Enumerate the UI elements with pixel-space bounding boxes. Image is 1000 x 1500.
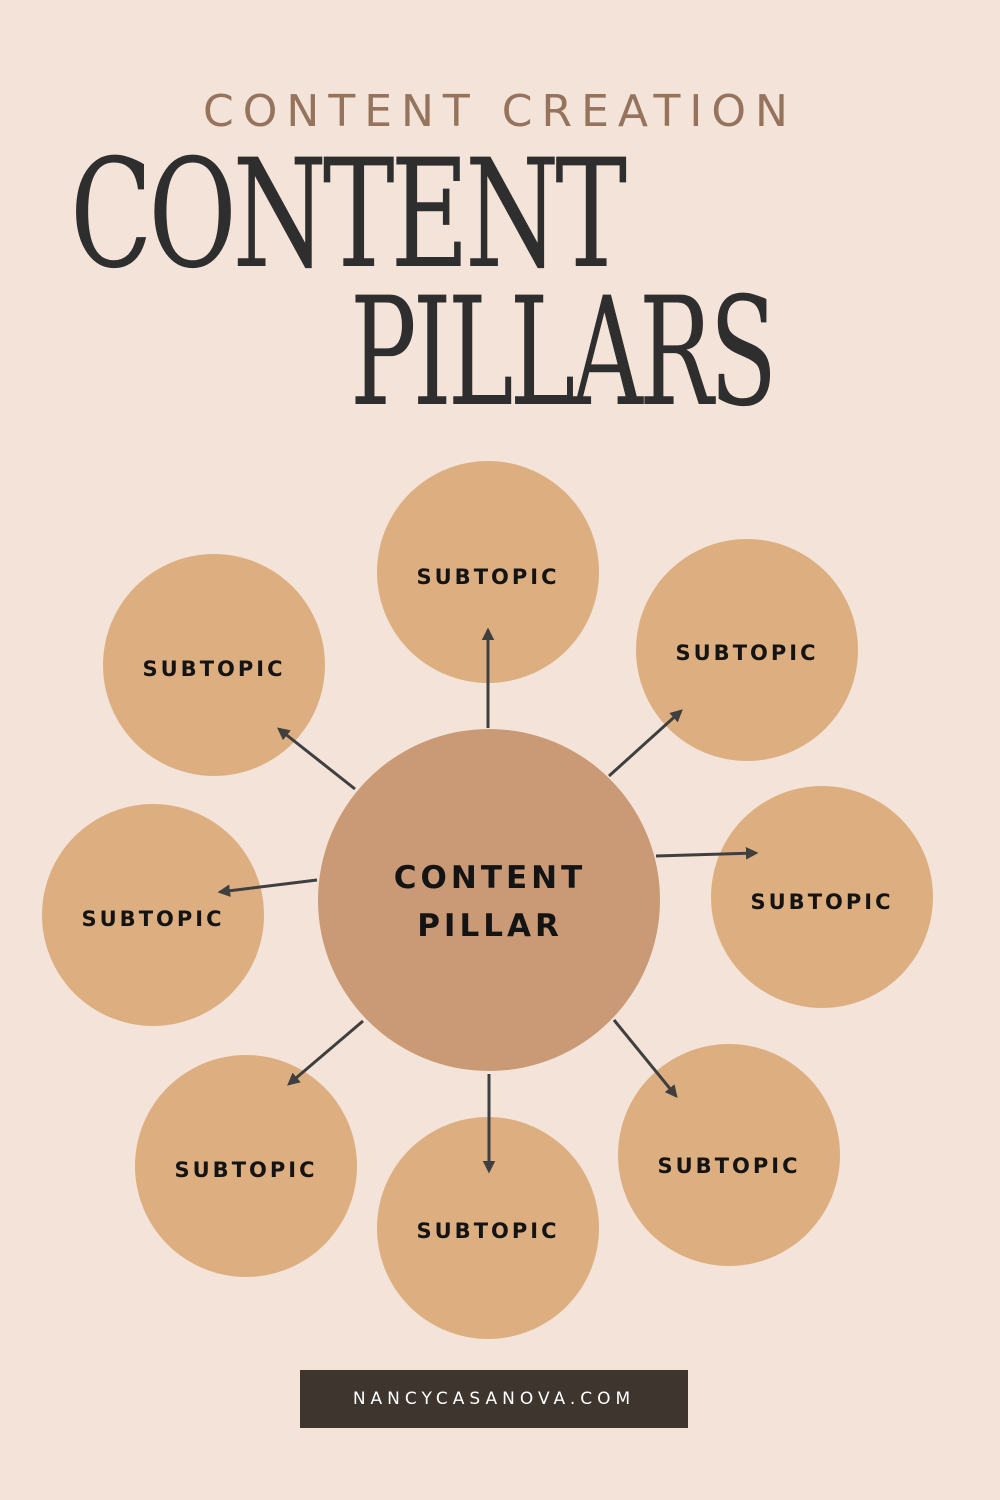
subtopic-label-bottom: SUBTOPIC (416, 1219, 560, 1243)
content-pillar-label: CONTENT PILLAR (394, 854, 586, 950)
subtopic-circle-lower-left (135, 1055, 357, 1277)
content-pillar-label-line2: PILLAR (417, 908, 563, 944)
arrow-icon-lower-left (287, 1019, 364, 1086)
arrow-icon-left (217, 878, 318, 898)
content-pillar-circle (318, 729, 660, 1071)
subtopic-circle-upper-left (103, 554, 325, 776)
title-line-2: PILLARS (350, 266, 777, 440)
subtopic-circle-lower-right (618, 1044, 840, 1266)
subtopic-circle-left (42, 804, 264, 1026)
arrow-icon-right (655, 847, 759, 860)
title-line-1: CONTENT (70, 128, 627, 302)
kicker-heading: CONTENT CREATION (203, 86, 797, 137)
website-banner[interactable]: NANCYCASANOVA.COM (300, 1370, 688, 1428)
arrow-icon-lower-right (612, 1019, 678, 1098)
subtopic-circle-top (377, 461, 599, 683)
subtopic-label-upper-left: SUBTOPIC (142, 657, 286, 681)
arrow-icon-upper-left (277, 727, 356, 791)
subtopic-circle-bottom (377, 1117, 599, 1339)
content-pillar-label-line1: CONTENT (393, 860, 587, 896)
subtopic-label-lower-left: SUBTOPIC (174, 1158, 318, 1182)
subtopic-label-upper-right: SUBTOPIC (675, 641, 819, 665)
subtopic-label-left: SUBTOPIC (81, 907, 225, 931)
subtopic-label-lower-right: SUBTOPIC (657, 1154, 801, 1178)
arrows (217, 627, 759, 1174)
subtopic-circles (42, 461, 933, 1339)
website-link[interactable]: NANCYCASANOVA.COM (352, 1389, 636, 1409)
arrow-icon-upper-right (607, 709, 683, 778)
subtopic-circle-right (711, 786, 933, 1008)
subtopic-label-top: SUBTOPIC (416, 565, 560, 589)
subtopic-label-right: SUBTOPIC (750, 890, 894, 914)
subtopic-circle-upper-right (636, 539, 858, 761)
